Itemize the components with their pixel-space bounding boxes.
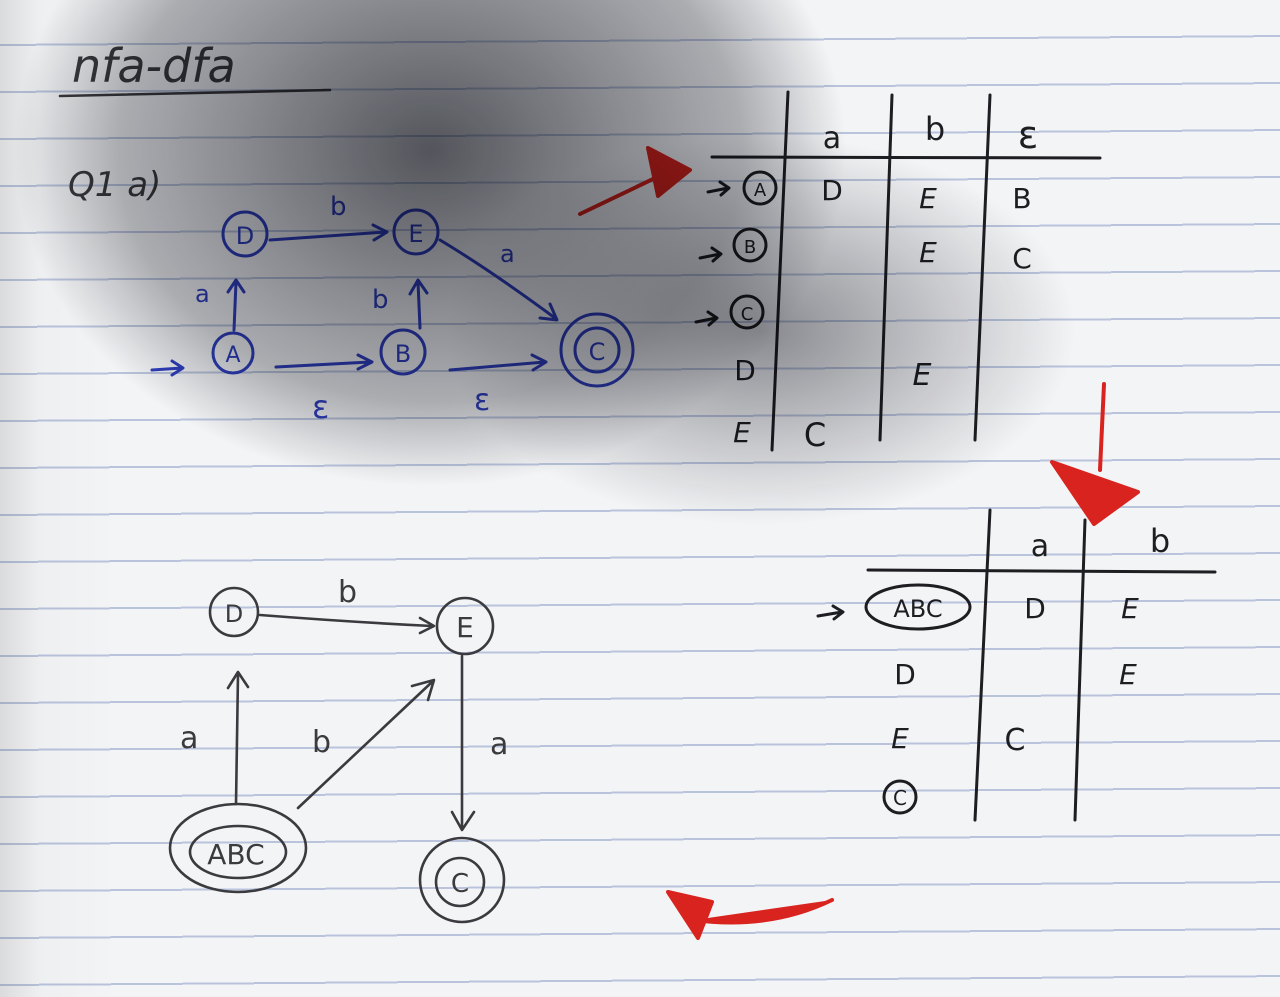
nfa-edge-a-b [274, 353, 374, 371]
dfa-state-e-label: E [456, 611, 474, 644]
dfa-table-row: C [882, 779, 918, 815]
nfa-edge-d-e [268, 223, 389, 242]
nfa-state-e: E [392, 208, 440, 256]
nfa-start-arrow [150, 359, 185, 377]
nfa-state-a: A [211, 331, 255, 375]
nfa-table-row: A D E B [706, 170, 1032, 215]
red-arrow-to-nfa-table [578, 146, 692, 216]
nfa-table-cell: E [913, 358, 932, 393]
nfa-table-row: C [694, 294, 765, 330]
red-arrow-to-dfa-table [1050, 382, 1140, 526]
dfa-table-row: E C [891, 722, 1025, 758]
start-arrow-icon [694, 310, 719, 327]
nfa-state-e-label: E [408, 220, 423, 248]
title-text: nfa-dfa [72, 39, 236, 93]
nfa-edge-e-c-label: a [500, 240, 515, 268]
page-title: nfa-dfa [58, 39, 332, 98]
dfa-edge-d-e-label: b [338, 575, 357, 610]
nfa-table-cell: D [821, 174, 843, 207]
nfa-state-d: D [221, 210, 269, 258]
dfa-table-state: E [891, 722, 909, 755]
dfa-table-header-b: b [1150, 522, 1170, 560]
nfa-diagram: D E A B C b a a b [150, 192, 635, 426]
dfa-table-state: D [894, 658, 916, 691]
dfa-edge-abc-d [226, 670, 250, 806]
dfa-state-d-label: D [225, 600, 243, 628]
dfa-state-d: D [208, 586, 260, 638]
start-arrow-icon [706, 180, 731, 197]
nfa-edge-b-c-label: ε [474, 383, 490, 418]
dfa-table-row: ABC D E [816, 583, 1139, 631]
nfa-state-c-label: C [589, 338, 606, 366]
dfa-diagram: D E ABC C b a b a [168, 575, 508, 924]
question-label: Q1 a) [68, 165, 161, 205]
nfa-edge-b-e-label: b [372, 285, 389, 315]
dfa-transition-table: a b ABC D E D E E C C [816, 508, 1217, 822]
nfa-state-b-label: B [395, 340, 411, 368]
nfa-state-d-label: D [236, 222, 254, 250]
dfa-state-abc-accept: ABC [168, 802, 308, 894]
nfa-state-a-label: A [225, 343, 240, 368]
nfa-edge-b-c [448, 353, 548, 372]
nfa-transition-table: a b ε A D E B B E C C [694, 90, 1102, 454]
nfa-state-c-accept: C [559, 312, 635, 388]
dfa-table-state: C [893, 786, 907, 810]
nfa-table-header-a: a [823, 121, 841, 156]
nfa-edge-a-d [226, 278, 246, 332]
start-arrow-icon [698, 246, 723, 263]
nfa-table-header-b: b [925, 110, 945, 148]
nfa-edge-d-e-label: b [330, 192, 347, 222]
nfa-table-cell: B [1012, 182, 1031, 215]
dfa-table-header-a: a [1031, 529, 1049, 564]
nfa-table-header-eps: ε [1018, 113, 1039, 157]
nfa-table-state: B [744, 237, 756, 258]
nfa-table-cell: E [919, 182, 937, 215]
nfa-table-state: A [754, 180, 767, 201]
nfa-table-cell: E [919, 236, 937, 269]
nfa-table-cell: C [1012, 242, 1032, 275]
nfa-edge-b-e [408, 278, 429, 330]
dfa-table-state: ABC [893, 595, 942, 623]
dfa-edge-e-c [450, 654, 476, 832]
nfa-table-row: E C [733, 416, 826, 454]
dfa-edge-e-c-label: a [490, 727, 508, 762]
nfa-table-cell: C [804, 416, 826, 454]
nfa-edge-e-c [438, 238, 559, 322]
dfa-state-e: E [435, 596, 495, 656]
dfa-edge-abc-e-label: b [312, 725, 331, 760]
red-arrow-to-dfa-diagram [666, 890, 834, 940]
nfa-table-state: D [734, 354, 756, 387]
dfa-state-abc-label: ABC [207, 838, 264, 871]
dfa-table-cell: E [1121, 592, 1139, 625]
start-arrow-icon [816, 604, 845, 621]
dfa-edge-d-e [258, 613, 436, 635]
dfa-table-cell: C [1005, 723, 1026, 758]
nfa-state-b: B [379, 328, 427, 376]
nfa-table-state: C [741, 304, 754, 325]
dfa-table-cell: D [1024, 592, 1046, 625]
dfa-state-c-accept: C [418, 836, 506, 924]
dfa-table-cell: E [1119, 658, 1137, 691]
dfa-state-c-label: C [451, 869, 469, 899]
nfa-edge-a-b-label: ε [312, 388, 329, 426]
nfa-table-state: E [733, 416, 751, 449]
nfa-table-row: D E [734, 354, 931, 393]
nfa-edge-a-d-label: a [195, 280, 210, 308]
dfa-edge-abc-d-label: a [180, 721, 198, 756]
dfa-table-row: D E [894, 658, 1137, 691]
